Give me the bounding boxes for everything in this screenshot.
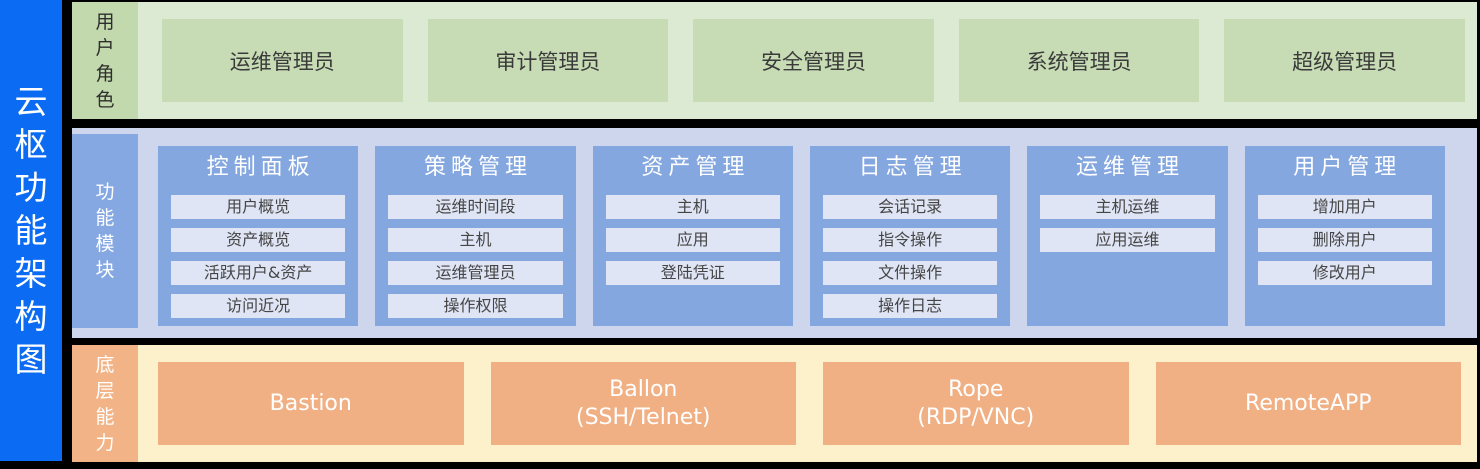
capability-box-rope: Rope (RDP/VNC) — [823, 362, 1129, 445]
module-column-control-panel: 控制面板 用户概览 资产概览 活跃用户&资产 访问近况 — [158, 146, 359, 326]
module-item: 修改用户 — [1257, 261, 1432, 285]
module-title: 用户管理 — [1293, 155, 1402, 180]
user-roles-band: 用户角色 运维管理员 审计管理员 安全管理员 系统管理员 超级管理员 — [72, 2, 1477, 119]
user-roles-band-label: 用户角色 — [95, 10, 115, 111]
diagram-title: 云枢功能架构图 — [14, 82, 48, 379]
module-item: 应用 — [605, 228, 780, 252]
role-box-ops-admin: 运维管理员 — [162, 19, 403, 102]
module-item: 指令操作 — [823, 228, 998, 252]
capability-box-bastion: Bastion — [158, 362, 464, 445]
module-column-asset-management: 资产管理 主机 应用 登陆凭证 — [592, 146, 793, 326]
function-modules-band: 功能模块 控制面板 用户概览 资产概览 活跃用户&资产 访问近况 策略管理 运维… — [72, 128, 1477, 338]
capabilities-band: 底层能力 Bastion Ballon (SSH/Telnet) Rope (R… — [72, 345, 1477, 462]
role-box-security-admin: 安全管理员 — [693, 19, 934, 102]
user-roles-band-label-column: 用户角色 — [72, 2, 138, 119]
module-item: 主机 — [388, 228, 563, 252]
module-item: 会话记录 — [823, 195, 998, 219]
module-item: 资产概览 — [171, 228, 346, 252]
module-column-user-management: 用户管理 增加用户 删除用户 修改用户 — [1244, 146, 1445, 326]
module-title: 日志管理 — [858, 155, 967, 180]
module-item: 运维管理员 — [388, 261, 563, 285]
module-item: 用户概览 — [171, 195, 346, 219]
module-item: 主机 — [605, 195, 780, 219]
module-item: 主机运维 — [1040, 195, 1215, 219]
module-item: 文件操作 — [823, 261, 998, 285]
capability-box-remoteapp: RemoteAPP — [1155, 362, 1461, 445]
module-item: 登陆凭证 — [605, 261, 780, 285]
function-modules-band-label: 功能模块 — [95, 181, 115, 281]
module-item: 活跃用户&资产 — [171, 261, 346, 285]
module-item: 操作日志 — [823, 294, 998, 318]
role-box-audit-admin: 审计管理员 — [427, 19, 669, 102]
module-title: 控制面板 — [206, 155, 315, 180]
module-item: 操作权限 — [388, 294, 563, 318]
role-box-system-admin: 系统管理员 — [958, 19, 1200, 102]
function-modules-row: 控制面板 用户概览 资产概览 活跃用户&资产 访问近况 策略管理 运维时间段 主… — [138, 128, 1477, 338]
diagram-title-bar: 云枢功能架构图 — [0, 0, 62, 461]
capabilities-band-label-column: 底层能力 — [72, 345, 138, 462]
module-column-log-management: 日志管理 会话记录 指令操作 文件操作 操作日志 — [809, 146, 1011, 326]
module-title: 运维管理 — [1075, 155, 1184, 180]
module-item: 删除用户 — [1257, 228, 1432, 252]
user-roles-row: 运维管理员 审计管理员 安全管理员 系统管理员 超级管理员 — [138, 2, 1477, 119]
module-title: 策略管理 — [423, 155, 532, 180]
module-column-policy-management: 策略管理 运维时间段 主机 运维管理员 操作权限 — [375, 146, 576, 326]
module-item: 访问近况 — [171, 294, 346, 318]
capabilities-row: Bastion Ballon (SSH/Telnet) Rope (RDP/VN… — [138, 345, 1477, 462]
capabilities-band-label: 底层能力 — [95, 353, 115, 454]
module-item: 运维时间段 — [388, 195, 563, 219]
module-title: 资产管理 — [641, 155, 750, 180]
module-item: 应用运维 — [1040, 228, 1215, 252]
role-box-super-admin: 超级管理员 — [1224, 19, 1465, 102]
function-modules-band-label-box: 功能模块 — [72, 134, 138, 328]
module-item: 增加用户 — [1257, 195, 1432, 219]
capability-box-ballon: Ballon (SSH/Telnet) — [490, 362, 796, 445]
module-column-ops-management: 运维管理 主机运维 应用运维 — [1027, 146, 1228, 326]
